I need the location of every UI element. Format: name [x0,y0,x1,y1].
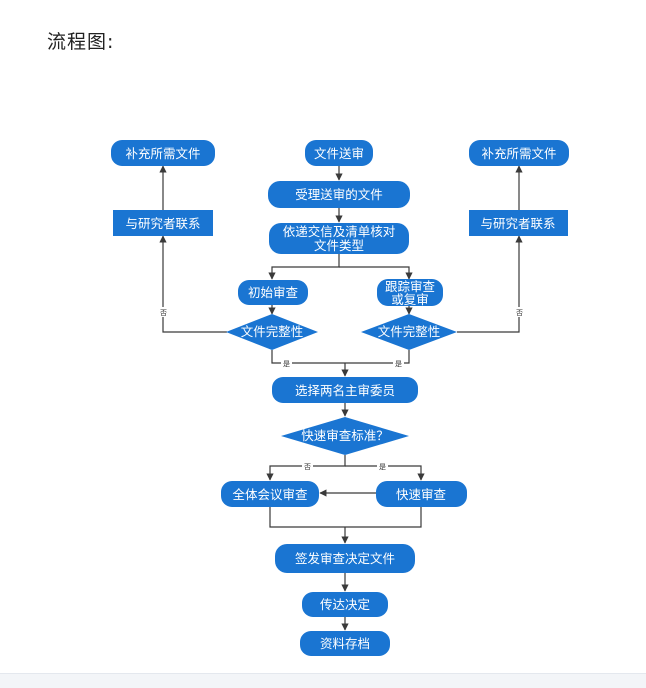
node-classify: 依递交信及清单核对 文件类型 [269,223,409,254]
node-initial-review-text: 初始审查 [248,285,299,300]
edge-left-no [159,235,227,333]
node-classify-line2: 文件类型 [314,238,364,253]
node-fast-review: 快速审查 [376,481,467,507]
edge-right-no [457,235,523,333]
node-full-meeting-text: 全体会议审查 [232,487,308,502]
label-no-left: 否 [160,309,167,317]
node-full-meeting: 全体会议审查 [221,481,319,507]
node-complete-right: 文件完整性 [361,314,457,350]
node-supplement-left-text: 补充所需文件 [125,146,200,161]
node-supplement-right: 补充所需文件 [469,140,569,166]
node-receive: 受理送审的文件 [268,181,410,208]
node-deliver-decision-text: 传达决定 [320,597,370,612]
edge-labels: 否 否 是 是 否 是 [158,307,525,471]
node-archive: 资料存档 [300,631,390,656]
node-submit: 文件送审 [305,140,373,166]
label-fast-no: 否 [304,463,311,471]
label-yes-left: 是 [283,360,290,368]
node-receive-text: 受理送审的文件 [295,187,383,202]
label-yes-right: 是 [395,360,402,368]
edge-right-yes [345,350,410,364]
page-title: 流程图: [47,31,115,53]
node-complete-right-text: 文件完整性 [378,324,441,339]
label-no-right: 否 [516,309,523,317]
edge-criteria-yes [345,465,425,481]
node-issue-decision-text: 签发审查决定文件 [295,551,395,566]
node-issue-decision: 签发审查决定文件 [275,544,415,573]
node-deliver-decision: 传达决定 [302,592,388,617]
node-fast-review-text: 快速审查 [396,487,447,502]
node-follow-review-line2: 或复审 [391,292,429,307]
node-follow-review-line1: 跟踪审查 [385,279,436,294]
edge-fast-merge [345,506,422,528]
edge-full-merge [269,506,345,528]
node-follow-review: 跟踪审查 或复审 [377,279,443,307]
node-supplement-left: 补充所需文件 [111,140,215,166]
node-submit-text: 文件送审 [314,146,364,161]
node-choose-reviewers: 选择两名主审委员 [272,377,418,403]
node-initial-review: 初始审查 [238,280,308,305]
node-supplement-right-text: 补充所需文件 [481,146,556,161]
node-contact-right-text: 与研究者联系 [480,216,555,231]
label-fast-yes: 是 [379,463,386,471]
node-fast-criteria: 快速审查标准？ [281,417,409,455]
node-choose-reviewers-text: 选择两名主审委员 [295,383,395,398]
edge-classify-fork [268,253,340,280]
node-contact-left-text: 与研究者联系 [125,216,200,231]
edge-left-yes [271,350,345,364]
node-contact-left: 与研究者联系 [113,210,213,236]
node-complete-left: 文件完整性 [226,314,318,350]
bottom-bar [0,673,646,688]
node-fast-criteria-text: 快速审查标准？ [301,428,389,443]
node-archive-text: 资料存档 [320,636,370,651]
node-complete-left-text: 文件完整性 [241,324,304,339]
edge-classify-fork-right [339,266,413,280]
node-contact-right: 与研究者联系 [469,210,568,236]
node-classify-line1: 依递交信及清单核对 [283,224,396,239]
edges [159,165,523,631]
